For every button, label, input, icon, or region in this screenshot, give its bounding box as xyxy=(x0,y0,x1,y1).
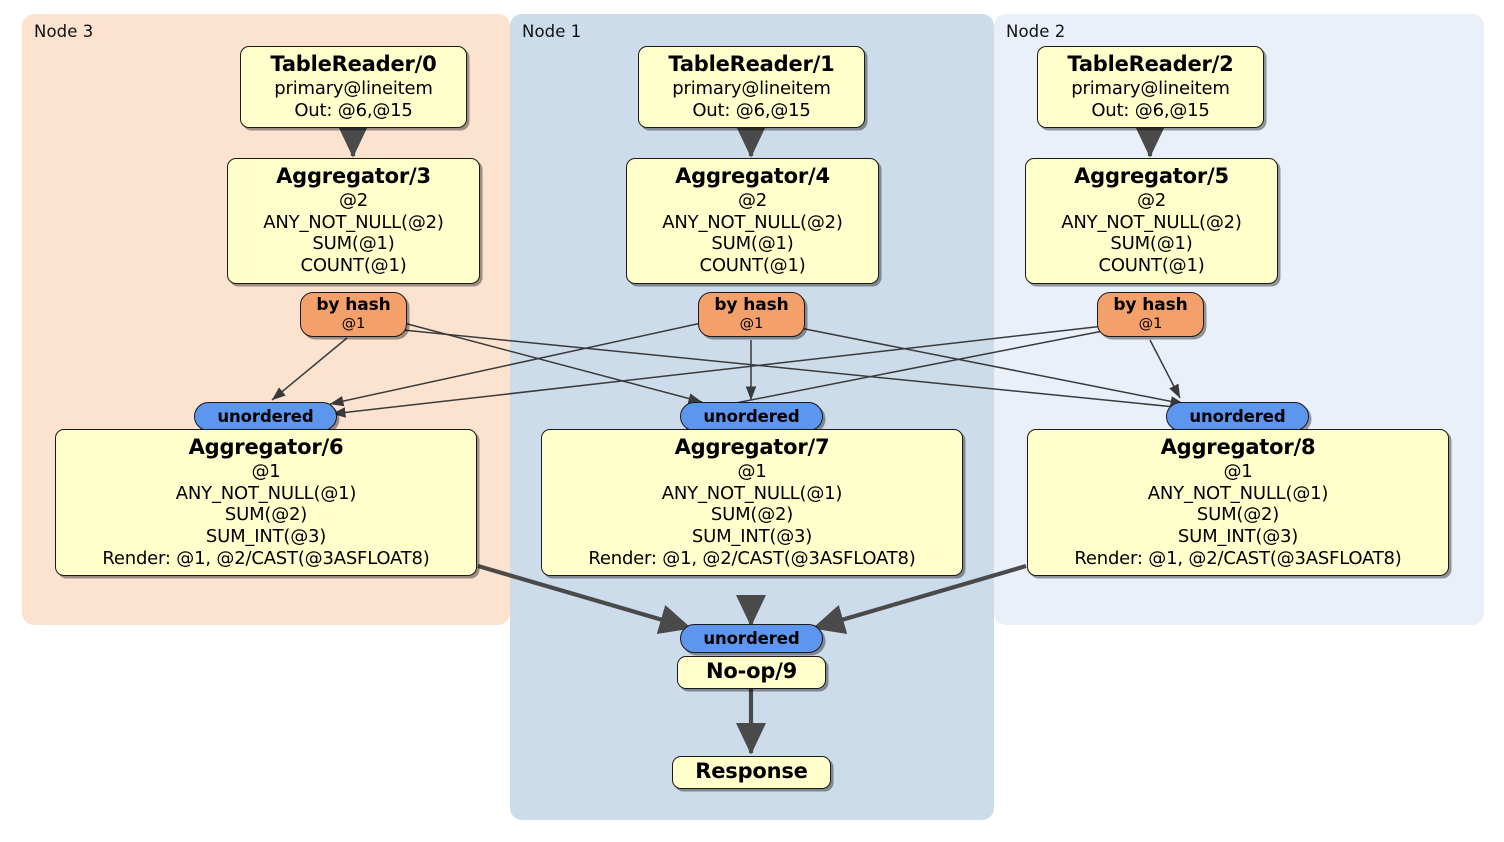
aggregator-3[interactable]: Aggregator/3 @2 ANY_NOT_NULL(@2) SUM(@1)… xyxy=(227,158,480,284)
by-hash-badge-4-title: by hash xyxy=(714,295,789,315)
table-reader-0-title: TableReader/0 xyxy=(270,52,437,76)
aggregator-8[interactable]: Aggregator/8 @1 ANY_NOT_NULL(@1) SUM(@2)… xyxy=(1027,429,1449,577)
aggregator-6-render: Render: @1, @2/CAST(@3ASFLOAT8) xyxy=(102,547,430,569)
aggregator-7-render: Render: @1, @2/CAST(@3ASFLOAT8) xyxy=(588,547,916,569)
aggregator-5[interactable]: Aggregator/5 @2 ANY_NOT_NULL(@2) SUM(@1)… xyxy=(1025,158,1278,284)
aggregator-3-func-1: SUM(@1) xyxy=(312,233,395,255)
unordered-badge-6[interactable]: unordered xyxy=(194,402,337,431)
aggregator-4-func-0: ANY_NOT_NULL(@2) xyxy=(662,211,843,233)
panel-node-1-label: Node 1 xyxy=(522,22,582,41)
aggregator-7-func-1: SUM(@2) xyxy=(710,504,794,526)
no-op-9[interactable]: No-op/9 xyxy=(677,656,826,689)
table-reader-2-source: primary@lineitem xyxy=(1071,78,1230,100)
aggregator-7-title: Aggregator/7 xyxy=(674,435,830,459)
panel-node-2-label: Node 2 xyxy=(1006,22,1066,41)
aggregator-5-func-0: ANY_NOT_NULL(@2) xyxy=(1061,211,1242,233)
aggregator-8-title: Aggregator/8 xyxy=(1160,435,1316,459)
aggregator-6[interactable]: Aggregator/6 @1 ANY_NOT_NULL(@1) SUM(@2)… xyxy=(55,429,477,577)
aggregator-7-group: @1 xyxy=(737,461,767,483)
aggregator-3-title: Aggregator/3 xyxy=(276,164,431,188)
aggregator-3-func-2: COUNT(@1) xyxy=(300,254,407,276)
aggregator-6-func-2: SUM_INT(@3) xyxy=(205,525,327,547)
aggregator-5-func-1: SUM(@1) xyxy=(1110,233,1193,255)
aggregator-8-func-2: SUM_INT(@3) xyxy=(1177,525,1299,547)
aggregator-6-group: @1 xyxy=(251,461,281,483)
table-reader-0-source: primary@lineitem xyxy=(274,78,433,100)
no-op-9-title: No-op/9 xyxy=(705,659,798,684)
aggregator-5-func-2: COUNT(@1) xyxy=(1098,254,1205,276)
aggregator-6-func-0: ANY_NOT_NULL(@1) xyxy=(175,482,357,504)
response-node[interactable]: Response xyxy=(672,756,831,789)
by-hash-badge-4[interactable]: by hash @1 xyxy=(698,292,805,338)
aggregator-4-group: @2 xyxy=(737,190,768,212)
aggregator-4-title: Aggregator/4 xyxy=(675,164,830,188)
aggregator-4[interactable]: Aggregator/4 @2 ANY_NOT_NULL(@2) SUM(@1)… xyxy=(626,158,879,284)
table-reader-2-out: Out: @6,@15 xyxy=(1091,99,1210,121)
aggregator-8-group: @1 xyxy=(1223,461,1253,483)
aggregator-3-func-0: ANY_NOT_NULL(@2) xyxy=(263,211,444,233)
aggregator-5-title: Aggregator/5 xyxy=(1074,164,1229,188)
aggregator-4-func-2: COUNT(@1) xyxy=(699,254,806,276)
table-reader-2[interactable]: TableReader/2 primary@lineitem Out: @6,@… xyxy=(1037,46,1264,129)
aggregator-5-group: @2 xyxy=(1136,190,1167,212)
aggregator-7[interactable]: Aggregator/7 @1 ANY_NOT_NULL(@1) SUM(@2)… xyxy=(541,429,963,577)
aggregator-8-func-0: ANY_NOT_NULL(@1) xyxy=(1147,482,1329,504)
panel-node-3-label: Node 3 xyxy=(34,22,94,41)
by-hash-badge-3[interactable]: by hash @1 xyxy=(300,292,407,338)
table-reader-1[interactable]: TableReader/1 primary@lineitem Out: @6,@… xyxy=(638,46,865,129)
aggregator-6-func-1: SUM(@2) xyxy=(224,504,308,526)
unordered-badge-final[interactable]: unordered xyxy=(680,624,823,653)
aggregator-7-func-0: ANY_NOT_NULL(@1) xyxy=(661,482,843,504)
response-title: Response xyxy=(695,759,808,784)
by-hash-badge-3-title: by hash xyxy=(316,295,391,315)
aggregator-4-func-1: SUM(@1) xyxy=(711,233,794,255)
table-reader-1-out: Out: @6,@15 xyxy=(692,99,811,121)
by-hash-badge-5-title: by hash xyxy=(1113,295,1188,315)
aggregator-6-title: Aggregator/6 xyxy=(188,435,344,459)
table-reader-0[interactable]: TableReader/0 primary@lineitem Out: @6,@… xyxy=(240,46,467,129)
unordered-badge-8[interactable]: unordered xyxy=(1166,402,1309,431)
aggregator-8-func-1: SUM(@2) xyxy=(1196,504,1280,526)
by-hash-badge-5-column: @1 xyxy=(1138,315,1163,332)
table-reader-0-out: Out: @6,@15 xyxy=(294,99,413,121)
by-hash-badge-5[interactable]: by hash @1 xyxy=(1097,292,1204,338)
table-reader-2-title: TableReader/2 xyxy=(1067,52,1234,76)
aggregator-3-group: @2 xyxy=(338,190,369,212)
by-hash-badge-4-column: @1 xyxy=(739,315,764,332)
aggregator-7-func-2: SUM_INT(@3) xyxy=(691,525,813,547)
unordered-badge-7[interactable]: unordered xyxy=(680,402,823,431)
by-hash-badge-3-column: @1 xyxy=(341,315,366,332)
table-reader-1-source: primary@lineitem xyxy=(672,78,831,100)
table-reader-1-title: TableReader/1 xyxy=(668,52,835,76)
aggregator-8-render: Render: @1, @2/CAST(@3ASFLOAT8) xyxy=(1074,547,1402,569)
